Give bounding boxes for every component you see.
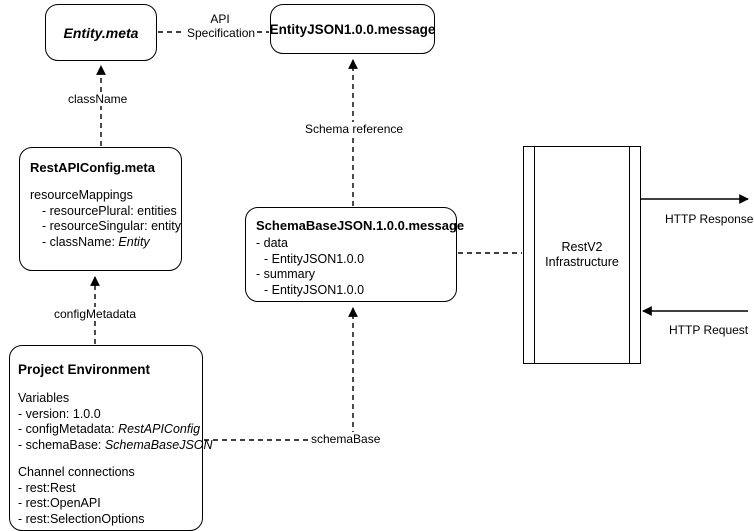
node-entity-meta[interactable]: Entity.meta <box>45 4 157 61</box>
project-env-variables-heading: Variables <box>18 391 70 405</box>
schemabase-summary-value: - EntityJSON1.0.0 <box>264 282 365 297</box>
edge-label-schema-reference: Schema reference <box>303 122 406 136</box>
restapiconfig-item-resource-singular: - resourceSingular: entity <box>42 219 181 233</box>
project-env-schema-base-value: SchemaBaseJSON <box>104 437 213 452</box>
project-env-channel-selectionoptions: - rest:SelectionOptions <box>18 511 145 526</box>
schemabase-summary-label: - summary <box>256 267 316 281</box>
node-restv2-infrastructure[interactable]: RestV2 Infrastructure <box>523 146 641 364</box>
node-schemabase-message[interactable]: SchemaBaseJSON.1.0.0.message - data - En… <box>245 207 465 302</box>
edge-label-class-name: className <box>66 92 130 106</box>
project-env-channel-openapi: - rest:OpenAPI <box>18 496 101 510</box>
project-env-schema-base-label: - schemaBase: <box>18 437 105 452</box>
schemabase-data-label: - data <box>256 236 288 250</box>
restapiconfig-item-class-name: - className: Entity <box>30 235 181 251</box>
restapiconfig-section-label: resourceMappings <box>30 188 133 202</box>
schemabase-data-value: - EntityJSON1.0.0 <box>264 251 365 266</box>
project-env-config-metadata-value: RestAPIConfig <box>118 422 201 436</box>
restapiconfig-item-resource-plural: - resourcePlural: entities <box>42 203 177 218</box>
project-env-config-metadata-label: - configMetadata: <box>18 422 119 436</box>
project-env-channel-rest: - rest:Rest <box>18 480 76 495</box>
edge-schema-base <box>204 307 358 441</box>
restapiconfig-class-name-value: Entity <box>118 234 150 249</box>
node-project-environment-title: Project Environment <box>18 362 151 377</box>
restv2-inner-left-rule <box>534 147 535 363</box>
project-env-config-metadata: - configMetadata: RestAPIConfig <box>18 422 202 438</box>
restv2-inner-right-rule <box>629 147 630 363</box>
node-project-environment[interactable]: Project Environment Variables - version:… <box>9 345 213 531</box>
project-env-version: - version: 1.0.0 <box>18 406 101 421</box>
edge-label-http-request: HTTP Request <box>667 323 751 337</box>
node-restv2-line2: Infrastructure <box>545 255 619 269</box>
project-env-schema-base: - schemaBase: SchemaBaseJSON <box>18 437 213 454</box>
edge-label-http-response: HTTP Response <box>663 212 754 226</box>
node-restv2-line1: RestV2 <box>561 240 603 254</box>
edge-label-schema-base: schemaBase <box>309 432 383 446</box>
edge-label-api-specification: API Specification <box>185 12 255 40</box>
node-schemabase-title: SchemaBaseJSON.1.0.0.message <box>256 218 465 233</box>
edge-label-api-specification-line2: Specification <box>187 26 256 40</box>
restapiconfig-class-name-label: - className: <box>42 234 119 249</box>
node-restapiconfig-title: RestAPIConfig.meta <box>30 160 155 175</box>
edge-label-api-specification-line1: API <box>210 12 230 26</box>
edge-label-config-metadata: configMetadata <box>52 307 139 321</box>
node-restapiconfig-meta[interactable]: RestAPIConfig.meta resourceMappings - re… <box>19 147 182 271</box>
node-entityjson-message[interactable]: EntityJSON1.0.0.message <box>270 4 435 54</box>
node-restv2-label: RestV2 Infrastructure <box>524 240 640 270</box>
node-entityjson-message-title: EntityJSON1.0.0.message <box>269 21 436 37</box>
node-entity-meta-title: Entity.meta <box>63 24 139 41</box>
project-env-channels-heading: Channel connections <box>18 465 135 479</box>
project-env-spacer <box>18 453 202 465</box>
